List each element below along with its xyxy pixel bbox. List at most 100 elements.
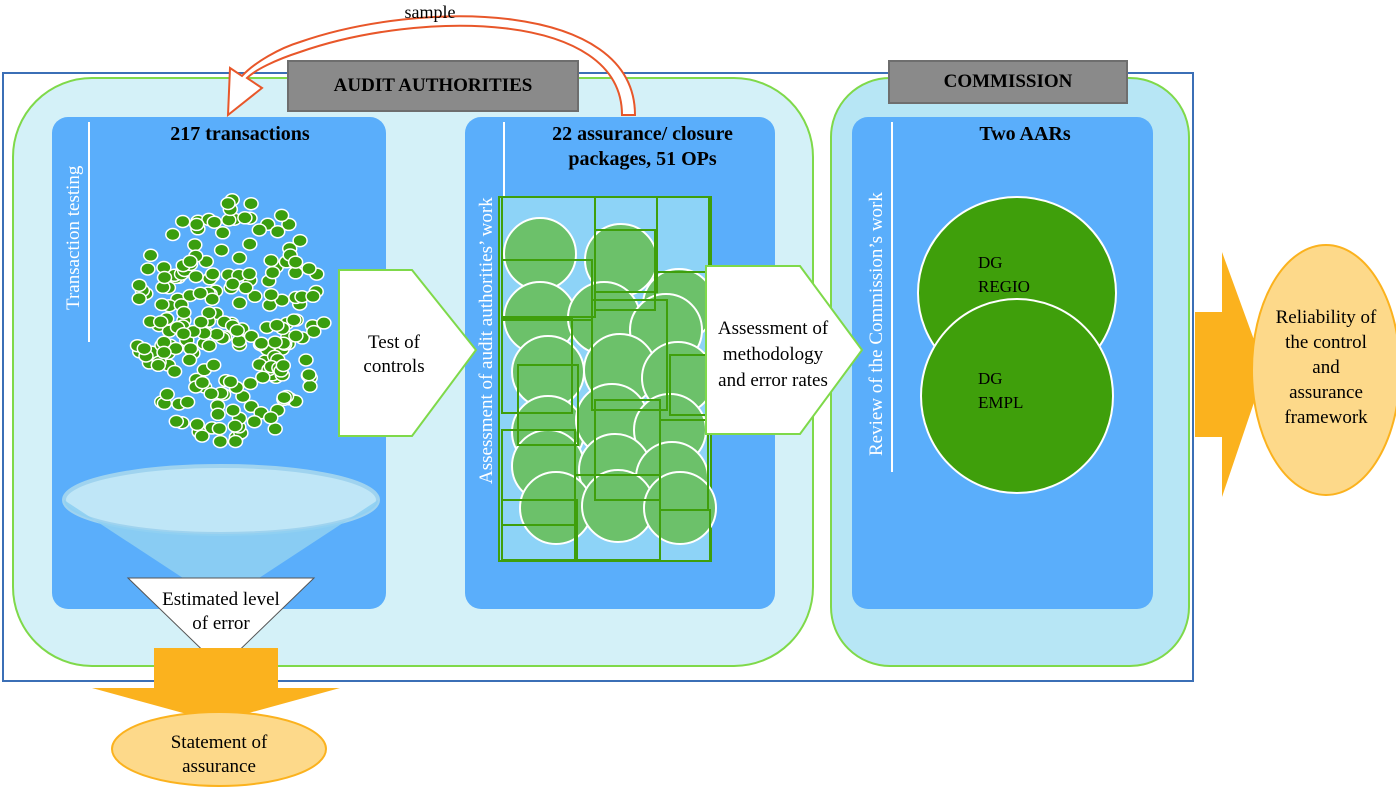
- statement-line1: Statement of: [170, 732, 268, 753]
- right-output-arrow: [1195, 252, 1265, 497]
- sample-label: sample: [404, 2, 456, 22]
- transaction-dot: [188, 269, 204, 284]
- transaction-dot: [237, 211, 253, 225]
- transaction-dot: [213, 243, 230, 257]
- transaction-dot: [156, 345, 172, 360]
- transaction-dot: [243, 196, 259, 211]
- assurance-package-circle: [643, 471, 717, 545]
- transaction-dot: [229, 323, 245, 338]
- dg-regio-line1: DG: [978, 253, 1003, 272]
- funnel-label-line2: of error: [192, 613, 250, 634]
- transaction-dot: [150, 358, 167, 373]
- transaction-dot: [301, 367, 317, 382]
- outer-frame: [2, 72, 1194, 682]
- assurance-package-box: [659, 509, 711, 562]
- assurance-package-box: [656, 196, 710, 273]
- transaction-dot: [193, 315, 209, 329]
- reliability-line4: assurance: [1289, 382, 1363, 403]
- transaction-dot: [201, 306, 217, 320]
- transaction-dot: [263, 410, 279, 425]
- transaction-dot: [166, 364, 183, 379]
- transaction-dot: [273, 208, 290, 223]
- transaction-dot: [205, 358, 222, 372]
- dg-regio-line2: REGIO: [978, 277, 1030, 296]
- transaction-dot: [152, 315, 169, 329]
- transaction-side-rule: [88, 122, 90, 342]
- methodology-line3: and error rates: [718, 370, 828, 391]
- reliability-line3: and: [1312, 357, 1340, 378]
- transaction-dot: [269, 318, 285, 332]
- transaction-dot: [179, 395, 196, 409]
- transaction-dot: [165, 227, 181, 242]
- funnel-body: [64, 500, 378, 580]
- transaction-dot: [176, 305, 192, 320]
- dg-empl-circle: [920, 298, 1114, 494]
- transaction-dot: [242, 237, 258, 251]
- commission-banner: COMMISSION: [888, 60, 1128, 104]
- reliability-ellipse: [1251, 244, 1396, 496]
- transaction-dot: [247, 289, 263, 304]
- transaction-dot: [238, 281, 254, 295]
- transaction-dot: [192, 286, 209, 300]
- transaction-dot: [286, 313, 302, 327]
- commission-side-rule: [891, 122, 893, 472]
- reliability-line2: the control: [1285, 332, 1367, 353]
- transaction-dot: [175, 326, 192, 341]
- transaction-dot: [222, 374, 239, 389]
- transaction-dot: [220, 196, 236, 211]
- transaction-dot: [156, 270, 173, 285]
- transaction-dot: [269, 224, 286, 239]
- transaction-dot: [306, 324, 322, 339]
- funnel-tip: [126, 577, 316, 669]
- transaction-dot: [227, 419, 243, 433]
- methodology-line2: methodology: [722, 344, 824, 365]
- transaction-dot: [212, 434, 229, 449]
- transaction-dot: [154, 297, 170, 312]
- transaction-dot: [194, 429, 210, 443]
- transaction-dot: [301, 261, 317, 276]
- assurance-package-box: [594, 229, 656, 311]
- bottom-output-arrow: [92, 648, 340, 722]
- transaction-dot: [225, 403, 241, 417]
- transaction-dot: [251, 223, 268, 237]
- transaction-dot: [253, 336, 270, 351]
- transaction-dot: [255, 370, 271, 384]
- transaction-dot: [298, 353, 314, 367]
- audit-authorities-banner: AUDIT AUTHORITIES: [287, 60, 579, 112]
- transaction-dot: [168, 414, 185, 429]
- transaction-dot: [241, 267, 258, 281]
- dg-empl-line1: DG: [978, 369, 1003, 388]
- transaction-dot: [211, 421, 228, 436]
- transaction-dot: [204, 292, 220, 306]
- transaction-dot: [140, 262, 156, 276]
- transaction-dot: [131, 278, 147, 292]
- transaction-dot: [276, 390, 292, 405]
- transaction-dot: [287, 255, 304, 269]
- assurance-package-box: [501, 259, 593, 321]
- transaction-dot: [159, 387, 175, 402]
- assurance-package-box: [517, 364, 579, 446]
- transaction-dot: [188, 217, 205, 232]
- transaction-dot: [131, 291, 147, 306]
- test-of-controls-line2: controls: [363, 356, 425, 377]
- transaction-dot: [136, 341, 153, 356]
- transaction-dot: [206, 215, 223, 229]
- methodology-line1: Assessment of: [717, 318, 829, 339]
- transactions-title: 217 transactions: [170, 123, 310, 145]
- transaction-dot: [305, 289, 321, 304]
- transaction-dot: [281, 217, 297, 232]
- transaction-dot: [243, 329, 260, 344]
- reliability-line1: Reliability of: [1275, 307, 1377, 328]
- assurance-package-box: [501, 499, 578, 561]
- transaction-dot: [231, 296, 248, 310]
- transaction-dot: [182, 254, 198, 269]
- statement-line2: assurance: [182, 756, 256, 777]
- reliability-line5: framework: [1284, 407, 1368, 428]
- transaction-dot: [181, 353, 198, 367]
- test-of-controls-line1: Test of: [368, 332, 420, 353]
